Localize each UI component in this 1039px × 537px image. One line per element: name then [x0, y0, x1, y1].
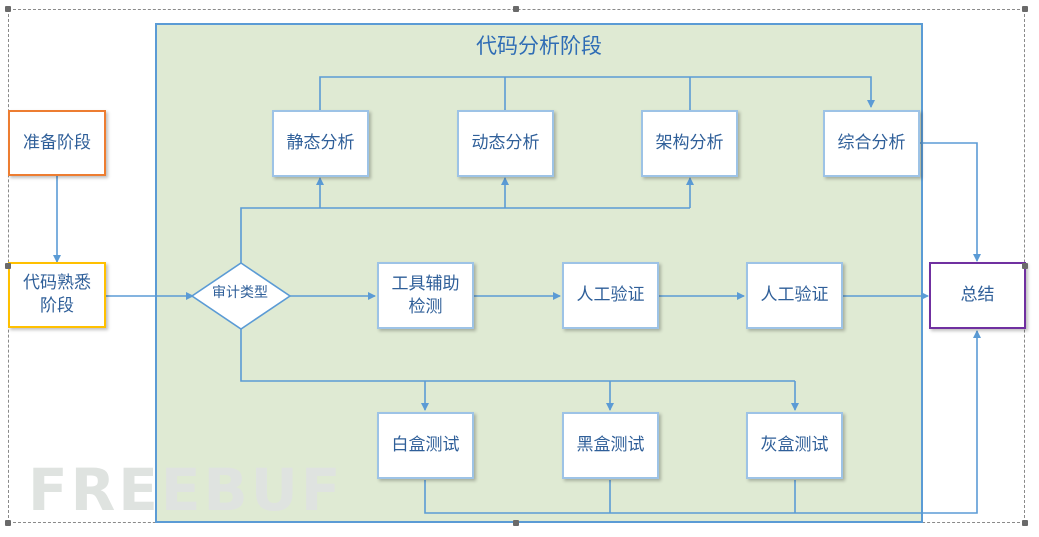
arrow-comprehensive-to-summary [920, 142, 981, 262]
audit-type-label: 审计类型 [212, 285, 268, 301]
resize-handle-top-left[interactable] [5, 6, 11, 12]
prep-phase-node: 准备阶段 [8, 110, 106, 176]
connector-bottom-bus [424, 330, 981, 514]
resize-handle-bottom-left[interactable] [5, 520, 11, 526]
resize-handle-middle-left[interactable] [5, 263, 11, 269]
whitebox-testing-label: 白盒测试 [391, 435, 460, 456]
dynamic-analysis-label: 动态分析 [471, 133, 540, 154]
dynamic-analysis-node: 动态分析 [457, 110, 554, 177]
phase-title: 代码分析阶段 [476, 34, 602, 58]
whitebox-testing-node: 白盒测试 [377, 412, 474, 479]
resize-handle-top-center[interactable] [513, 6, 519, 12]
manual-verification-label-2: 人工验证 [760, 285, 829, 306]
static-analysis-node: 静态分析 [272, 110, 369, 177]
blackbox-testing-label: 黑盒测试 [576, 435, 645, 456]
tool-assisted-detection-label: 工具辅助 检测 [391, 273, 460, 317]
architecture-analysis-label: 架构分析 [655, 133, 724, 154]
graybox-testing-node: 灰盒测试 [746, 412, 843, 479]
static-analysis-label: 静态分析 [286, 133, 355, 154]
summary-node: 总结 [929, 262, 1026, 329]
code-familiarization-label: 代码熟悉 阶段 [23, 273, 91, 316]
comprehensive-analysis-label: 综合分析 [837, 133, 906, 154]
manual-verification-node-2: 人工验证 [746, 262, 843, 329]
graybox-testing-label: 灰盒测试 [760, 435, 829, 456]
manual-verification-label-1: 人工验证 [576, 285, 645, 306]
code-familiarization-node: 代码熟悉 阶段 [8, 262, 106, 328]
summary-label: 总结 [960, 285, 995, 306]
blackbox-testing-node: 黑盒测试 [562, 412, 659, 479]
architecture-analysis-node: 架构分析 [641, 110, 738, 177]
comprehensive-analysis-node: 综合分析 [823, 110, 920, 177]
connector-audit-down [240, 329, 795, 382]
resize-handle-middle-right[interactable] [1022, 263, 1028, 269]
resize-handle-top-right[interactable] [1022, 6, 1028, 12]
audit-type-diamond [190, 262, 292, 330]
freebuf-watermark: FREEBUF [28, 456, 344, 524]
connector-top-bus [319, 76, 875, 110]
connector-audit-up [240, 207, 690, 263]
resize-handle-bottom-right[interactable] [1022, 520, 1028, 526]
prep-phase-label: 准备阶段 [23, 132, 91, 153]
resize-handle-bottom-center[interactable] [513, 520, 519, 526]
tool-assisted-detection-node: 工具辅助 检测 [377, 262, 474, 329]
manual-verification-node-1: 人工验证 [562, 262, 659, 329]
